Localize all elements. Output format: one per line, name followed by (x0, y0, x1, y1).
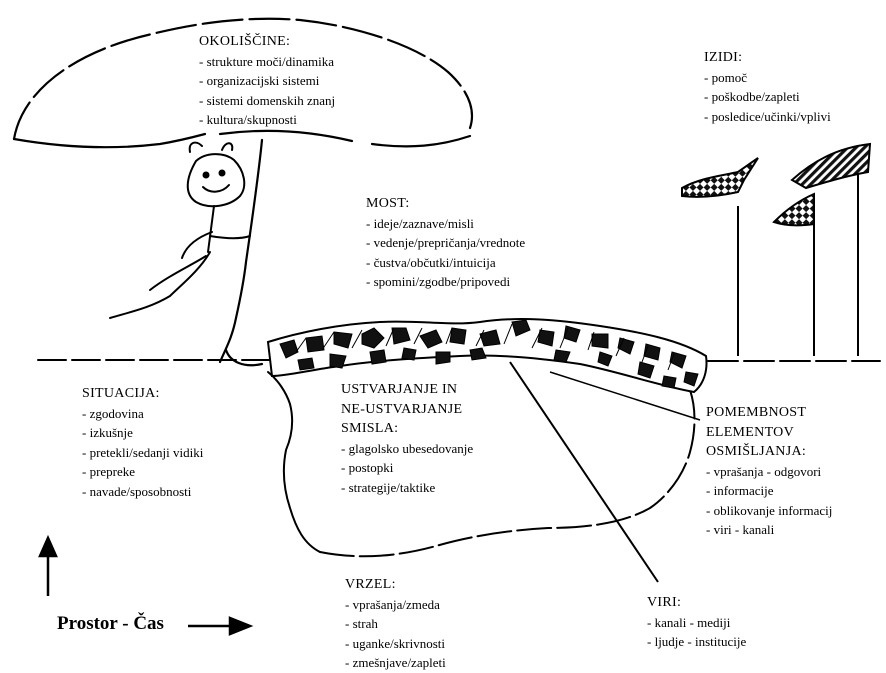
gap-item: - zmešnjave/zapleti (345, 653, 446, 673)
situation-item: - navade/sposobnosti (82, 482, 203, 502)
circumstances-item: - kultura/skupnosti (199, 110, 335, 130)
smiley-face-icon (110, 143, 250, 318)
importance-title: ELEMENTOV (706, 423, 832, 443)
sense-making-title: USTVARJANJE IN (341, 380, 473, 400)
circumstances-item: - organizacijski sistemi (199, 71, 335, 91)
sources-item: - kanali - mediji (647, 613, 746, 633)
gap-chasm (268, 372, 695, 556)
horizon-line (38, 360, 880, 361)
gap-item: - strah (345, 614, 446, 634)
bridge-item: - vedenje/prepričanja/vrednote (366, 233, 525, 253)
importance-item: - informacije (706, 481, 832, 501)
situation-item: - pretekli/sedanji vidiki (82, 443, 203, 463)
outcomes-item: - posledice/učinki/vplivi (704, 107, 831, 127)
outcomes-block: IZIDI: - pomoč - poškodbe/zapleti - posl… (704, 48, 831, 126)
situation-title: SITUACIJA: (82, 384, 203, 404)
importance-item: - oblikovanje informacij (706, 501, 832, 521)
outcomes-item: - poškodbe/zapleti (704, 87, 831, 107)
bridge-mosaic (268, 319, 707, 392)
sense-making-item: - strategije/taktike (341, 478, 473, 498)
sense-making-item: - postopki (341, 458, 473, 478)
bridge-item: - ideje/zaznave/misli (366, 214, 525, 234)
circumstances-item: - strukture moči/dinamika (199, 52, 335, 72)
right-arrow-icon (188, 618, 250, 634)
circumstances-title: OKOLIŠČINE: (199, 32, 335, 52)
situation-item: - prepreke (82, 462, 203, 482)
up-arrow-icon (40, 538, 56, 596)
situation-item: - zgodovina (82, 404, 203, 424)
importance-title: POMEMBNOST (706, 403, 832, 423)
sources-connector-line (510, 362, 658, 582)
importance-block: POMEMBNOST ELEMENTOV OSMIŠLJANJA: - vpra… (706, 403, 832, 540)
sources-item: - ljudje - institucije (647, 632, 746, 652)
gap-block: VRZEL: - vprašanja/zmeda - strah - ugank… (345, 575, 446, 673)
sense-making-item: - glagolsko ubesedovanje (341, 439, 473, 459)
circumstances-item: - sistemi domenskih znanj (199, 91, 335, 111)
sources-block: VIRI: - kanali - mediji - ljudje - insti… (647, 593, 746, 652)
sense-making-title: NE-USTVARJANJE (341, 400, 473, 420)
sense-making-title: SMISLA: (341, 419, 473, 439)
sense-making-block: USTVARJANJE IN NE-USTVARJANJE SMISLA: - … (341, 380, 473, 497)
gap-item: - vprašanja/zmeda (345, 595, 446, 615)
situation-block: SITUACIJA: - zgodovina - izkušnje - pret… (82, 384, 203, 501)
importance-item: - vprašanja - odgovori (706, 462, 832, 482)
outcomes-item: - pomoč (704, 68, 831, 88)
gap-item: - uganke/skrivnosti (345, 634, 446, 654)
bridge-title: MOST: (366, 194, 525, 214)
outcomes-title: IZIDI: (704, 48, 831, 68)
bridge-item: - čustva/občutki/intuicija (366, 253, 525, 273)
situation-item: - izkušnje (82, 423, 203, 443)
importance-title: OSMIŠLJANJA: (706, 442, 832, 462)
bridge-block: MOST: - ideje/zaznave/misli - vedenje/pr… (366, 194, 525, 292)
space-time-caption: Prostor - Čas (57, 613, 164, 635)
flag-icon (682, 144, 870, 356)
importance-item: - viri - kanali (706, 520, 832, 540)
circumstances-block: OKOLIŠČINE: - strukture moči/dinamika - … (199, 32, 335, 130)
gap-title: VRZEL: (345, 575, 446, 595)
sources-title: VIRI: (647, 593, 746, 613)
bridge-item: - spomini/zgodbe/pripovedi (366, 272, 525, 292)
